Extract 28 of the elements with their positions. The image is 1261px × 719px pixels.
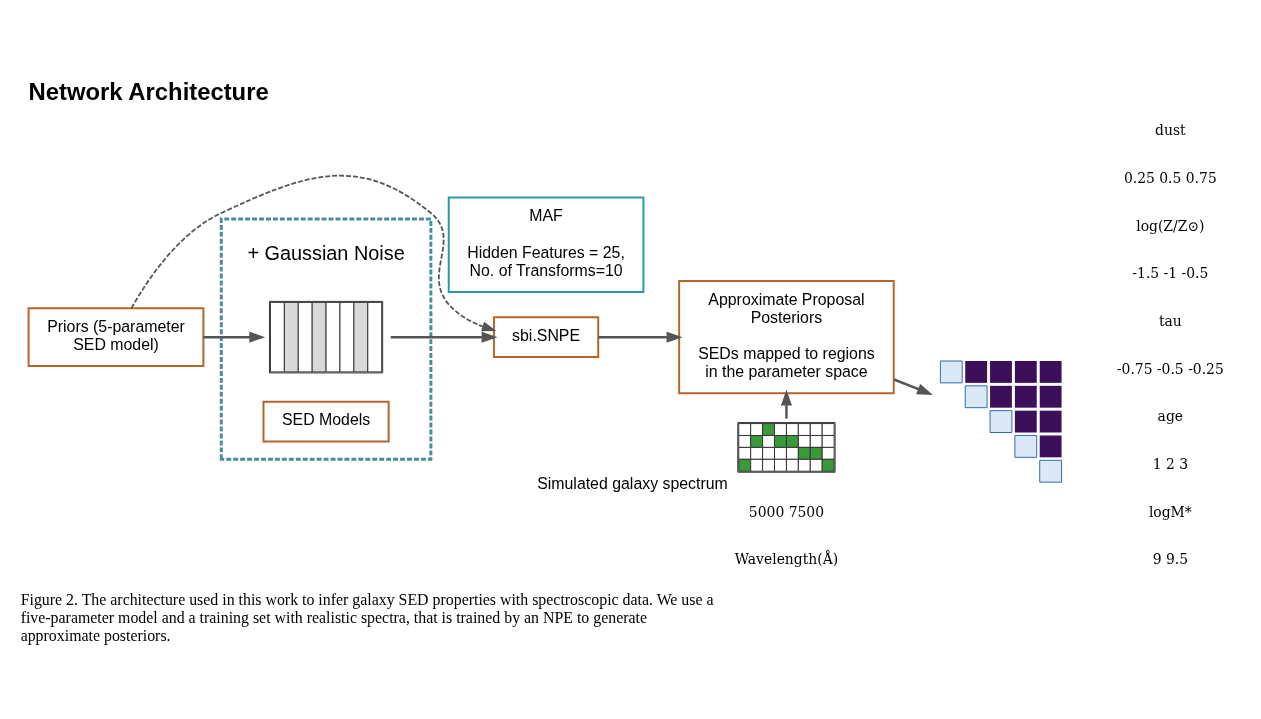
label: 1 2 3 (1152, 455, 1189, 472)
label: logM* (1148, 503, 1192, 520)
label: -0.75 -0.5 -0.25 (1116, 360, 1224, 377)
label: Wavelength(Å) (734, 550, 839, 567)
label: dust (1155, 121, 1186, 138)
arrow (390, 331, 498, 343)
label: 9 9.5 (1152, 550, 1189, 567)
node-box: Priors (5-parameter SED model) (27, 306, 205, 367)
label: log(Z/Z⊙) (1136, 217, 1205, 234)
node-box: MAF Hidden Features = 25, No. of Transforms=10 (447, 196, 645, 293)
caption: Figure 2. The architecture used in this work to infer galaxy SED properties with spectroscopic data. We use a five-parameter model and a training set with realistic spectra, that is trained by an NPE to generate approximate posteriors. (20, 590, 714, 644)
arrow (780, 389, 792, 419)
arrow (598, 331, 683, 343)
label: tau (1158, 312, 1182, 329)
cluster (219, 216, 433, 461)
label: 5000 7500 (748, 503, 824, 520)
label: -1.5 -1 -0.5 (1132, 264, 1209, 281)
arrow (893, 377, 933, 395)
node-box: SED Models (262, 400, 390, 442)
label: + Gaussian Noise (247, 241, 405, 264)
diagram-title: Network Architecture (28, 77, 269, 105)
node-box: Approximate Proposal Posteriors SEDs mapped to regions in the parameter space (678, 279, 895, 394)
label: age (1157, 407, 1184, 424)
node-label: Simulated galaxy spectrum (537, 474, 728, 492)
arrow (130, 174, 497, 331)
arrow (203, 331, 266, 343)
label: 0.25 0.5 0.75 (1123, 169, 1217, 186)
node-box: sbi.SNPE (492, 315, 600, 358)
